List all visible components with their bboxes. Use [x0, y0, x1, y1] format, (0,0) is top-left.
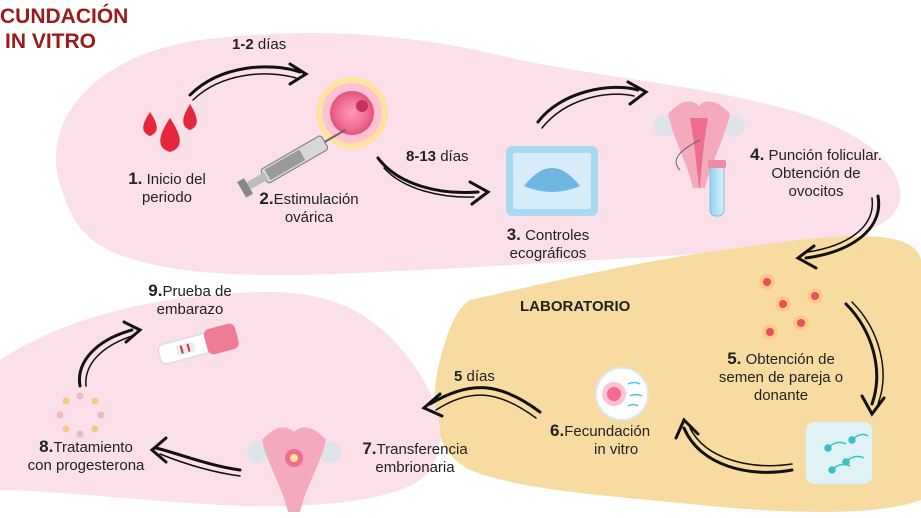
step-number: 6.: [550, 421, 565, 440]
step-text: Fecundación: [564, 423, 651, 440]
duration-value: 8-13: [406, 148, 437, 165]
step-text: ovárica: [284, 209, 334, 226]
step-number: 2.: [259, 189, 274, 208]
step-number: 7.: [362, 439, 377, 458]
step-text: Prueba de: [162, 283, 232, 300]
step-text: Estimulación: [273, 191, 359, 208]
step-text: periodo: [141, 189, 193, 206]
duration-value: 5: [454, 368, 463, 385]
egg-cell-icon: [316, 77, 388, 149]
duration-1-2: 1-2 días: [232, 36, 286, 53]
step-3-label: 3. Controles ecográficos: [488, 226, 608, 263]
step-number: 4.: [750, 145, 765, 164]
step-number: 5.: [727, 349, 742, 368]
step-number: 8.: [39, 437, 54, 456]
step-text: Obtención de: [745, 351, 835, 368]
duration-8-13: 8-13 días: [406, 148, 469, 165]
step-text: Tratamiento: [53, 439, 133, 456]
uterus-embryo-icon: [247, 427, 341, 512]
pink-zone-top: [55, 32, 901, 276]
step-2-label: 2.Estimulación ovárica: [242, 190, 376, 227]
step-text: embrionaria: [375, 459, 455, 476]
pill-wheel-icon: [56, 392, 105, 438]
step-text: semen de pareja o: [718, 369, 844, 386]
laboratory-label: LABORATORIO: [520, 298, 631, 315]
step-text: embarazo: [156, 301, 224, 318]
test-tube-icon: [708, 160, 726, 217]
duration-value: 1-2: [232, 36, 254, 53]
pregnancy-test-icon: [157, 323, 239, 365]
lab-zone: [434, 235, 921, 512]
syringe-icon: [237, 129, 347, 198]
step-number: 9.: [148, 281, 163, 300]
sperm-sample-icon: [806, 422, 872, 484]
oocytes-icon: [759, 274, 823, 340]
duration-5: 5 días: [454, 368, 495, 385]
step-number: 3.: [506, 225, 521, 244]
step-text: in vitro: [594, 441, 639, 458]
step-text: ovocitos: [788, 183, 844, 200]
step-number: 1.: [128, 169, 143, 188]
step-text: Obtención de: [771, 165, 861, 182]
page-title: CUNDACIÓN IN VITRO: [0, 4, 128, 54]
step-text: Transferencia: [376, 441, 468, 458]
petri-dish-icon: [595, 367, 649, 421]
blood-drops-icon: [143, 104, 197, 152]
step-7-label: 7.Transferencia embrionaria: [350, 440, 480, 477]
step-4-label: 4. Punción folicular. Obtención de ovoci…: [728, 146, 904, 201]
step-text: ecográficos: [509, 245, 587, 262]
step-text: Controles: [525, 227, 590, 244]
step-text: con progesterona: [27, 457, 145, 474]
step-9-label: 9.Prueba de embarazo: [130, 282, 250, 319]
title-line-1: CUNDACIÓN: [0, 5, 129, 28]
step-1-label: 1. Inicio del periodo: [112, 170, 222, 207]
arrows: [78, 62, 886, 477]
step-5-label: 5. Obtención de semen de pareja o donant…: [706, 350, 856, 405]
step-8-label: 8.Tratamiento con progesterona: [12, 438, 160, 475]
step-text: Inicio del: [146, 171, 206, 188]
duration-unit: días: [466, 368, 495, 385]
step-text: Punción folicular.: [768, 147, 882, 164]
ultrasound-screen-icon: [506, 146, 598, 216]
step-text: donante: [753, 387, 809, 404]
uterus-icon: [653, 101, 745, 188]
step-6-label: 6.Fecundación in vitro: [550, 422, 680, 459]
duration-unit: días: [257, 36, 287, 53]
duration-unit: días: [440, 148, 469, 165]
title-line-2: IN VITRO: [5, 30, 97, 53]
